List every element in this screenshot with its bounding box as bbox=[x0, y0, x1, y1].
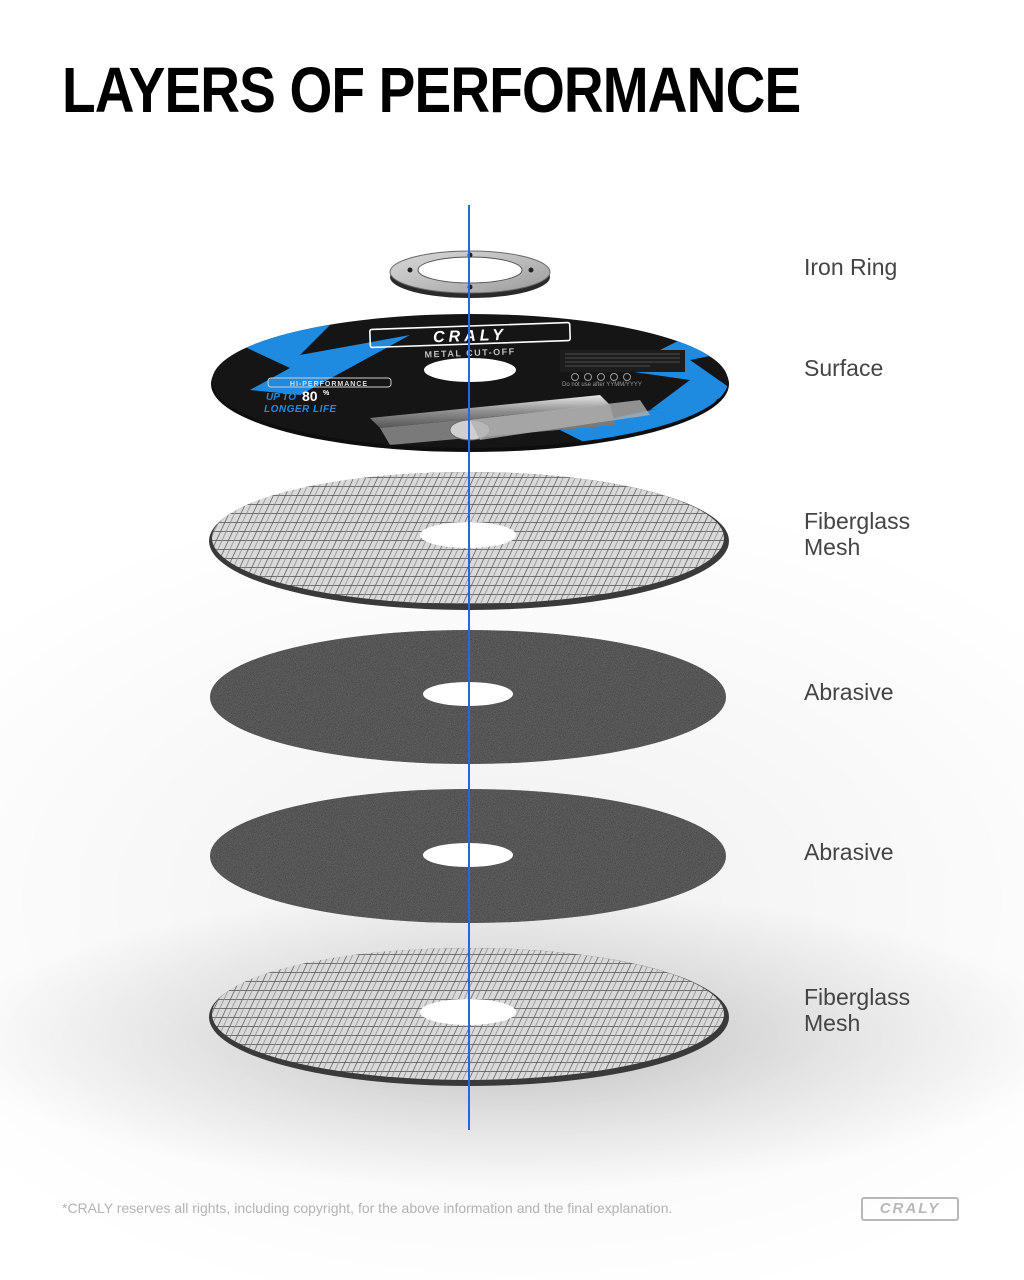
surface-claim-suffix: % bbox=[323, 390, 330, 397]
layer-surface: CRALY METAL CUT-OFF HI-PERFORMANCE UP TO… bbox=[211, 314, 729, 452]
label-line: Fiberglass bbox=[804, 508, 911, 534]
label-fiberglass-mesh-top: Fiberglass Mesh bbox=[804, 508, 1004, 560]
surface-claim-prefix: UP TO bbox=[266, 392, 296, 403]
label-line: Iron Ring bbox=[804, 254, 898, 280]
label-line: Surface bbox=[804, 355, 884, 381]
surface-badge: HI-PERFORMANCE bbox=[290, 381, 368, 388]
footer-brand-logo: CRALY bbox=[861, 1197, 959, 1221]
surface-claim-line2: LONGER LIFE bbox=[264, 404, 337, 415]
ring-hole-left bbox=[407, 267, 413, 273]
surface-brand: CRALY bbox=[433, 327, 507, 347]
ring-hole-right bbox=[528, 267, 534, 273]
surface-claim-number: 80 bbox=[302, 388, 318, 404]
label-line: Abrasive bbox=[804, 839, 894, 865]
label-abrasive-1: Abrasive bbox=[804, 679, 1004, 705]
footer-copyright-note: *CRALY reserves all rights, including co… bbox=[62, 1200, 673, 1216]
surface-product: METAL CUT-OFF bbox=[424, 346, 515, 359]
label-line: Mesh bbox=[804, 1010, 861, 1036]
surface-warning: Do not use after YYMM/YYYY bbox=[562, 382, 642, 388]
label-surface: Surface bbox=[804, 355, 1004, 381]
label-abrasive-2: Abrasive bbox=[804, 839, 1004, 865]
label-line: Fiberglass bbox=[804, 984, 911, 1010]
label-line: Abrasive bbox=[804, 679, 894, 705]
page-title: LAYERS OF PERFORMANCE bbox=[62, 54, 801, 126]
surface-safety-icons bbox=[560, 350, 685, 381]
label-fiberglass-mesh-bottom: Fiberglass Mesh bbox=[804, 984, 1004, 1036]
label-line: Mesh bbox=[804, 534, 861, 560]
surface-metal-bar bbox=[370, 395, 610, 428]
label-iron-ring: Iron Ring bbox=[804, 254, 1004, 280]
